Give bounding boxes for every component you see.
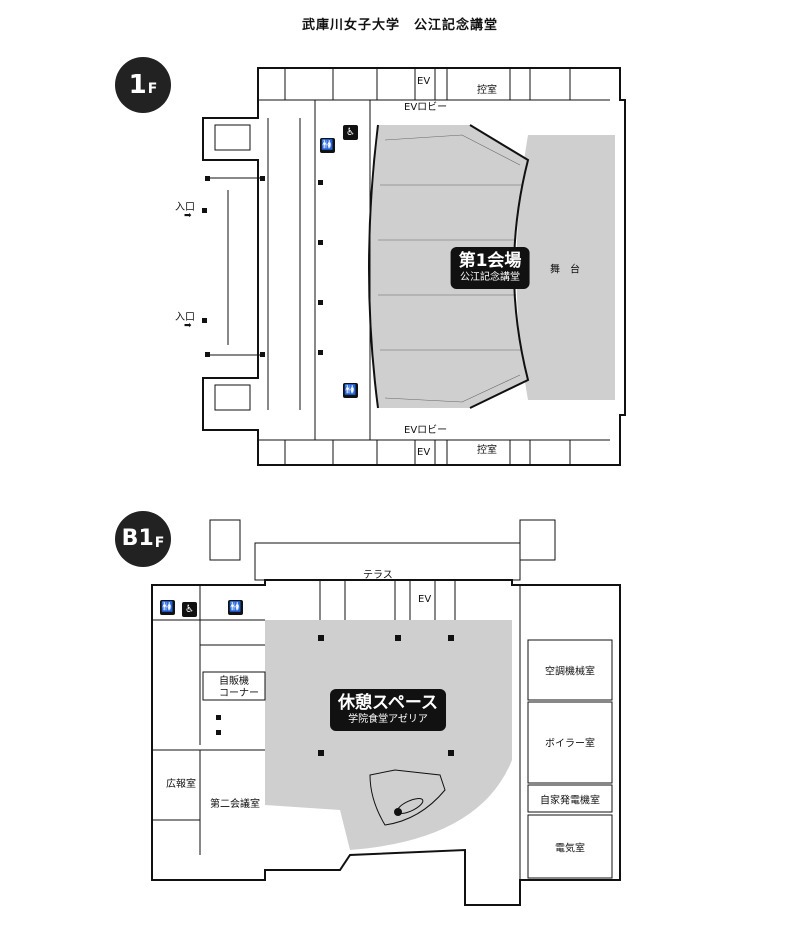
pr-room-label: 広報室 [166, 779, 196, 790]
accessible-restroom-icon: ♿ [343, 125, 358, 140]
seat-rows [378, 134, 522, 403]
restroom-icon: 🚻 [160, 600, 175, 615]
entrance-arrow-upper-icon: ➡ [184, 211, 192, 221]
hall-1-subname: 公江記念講堂 [460, 272, 520, 283]
page-title: 武庫川女子大学 公江記念講堂 [301, 18, 498, 33]
entrance-arrow-lower-icon: ➡ [184, 321, 192, 331]
floor-b1f-badge-number: B1 [121, 526, 154, 551]
lounge-label: 休憩スペース 学院食堂アゼリア [330, 689, 446, 731]
terrace-label: テラス [363, 570, 393, 581]
vending-corner-line2: コーナー [219, 688, 259, 699]
ev-lower-label: EV [417, 447, 431, 458]
hall-1-name: 第1会場 [458, 251, 522, 271]
ev-upper-label: EV [417, 76, 431, 87]
floor-b1f-badge-suffix: F [154, 535, 165, 551]
vending-corner-label: 自販機 コーナー [219, 676, 259, 700]
vending-corner-line1: 自販機 [219, 676, 249, 687]
electric-room-label: 電気室 [555, 843, 585, 855]
accessible-restroom-icon: ♿ [182, 602, 197, 617]
hall-1-label: 第1会場 公江記念講堂 [450, 247, 530, 289]
lounge-subname: 学院食堂アゼリア [348, 714, 428, 725]
generator-room-label: 自家発電機室 [540, 795, 600, 807]
floor-1f-badge-number: 1 [128, 70, 147, 100]
ac-machine-room-label: 空調機械室 [545, 666, 595, 678]
ev-lobby-lower-label: EVロビー [404, 425, 448, 436]
ev-b1-label: EV [418, 594, 432, 605]
restroom-icon: 🚻 [228, 600, 243, 615]
stage-label: 舞 台 [550, 264, 580, 276]
entrance-label-lower: 入口 [175, 312, 195, 323]
restroom-icon: 🚻 [343, 383, 358, 398]
columns-1f [202, 176, 323, 357]
floor-1f-badge-suffix: F [147, 81, 158, 97]
waiting-room-upper-label: 控室 [477, 85, 497, 96]
boiler-room-label: ボイラー室 [545, 738, 595, 750]
waiting-room-lower-label: 控室 [477, 445, 497, 456]
lounge-name: 休憩スペース [338, 693, 438, 713]
conference-room-2-label: 第二会議室 [210, 799, 260, 810]
ev-lobby-upper-label: EVロビー [404, 102, 448, 113]
restroom-icon: 🚻 [320, 138, 335, 153]
entrance-label-upper: 入口 [175, 202, 195, 213]
